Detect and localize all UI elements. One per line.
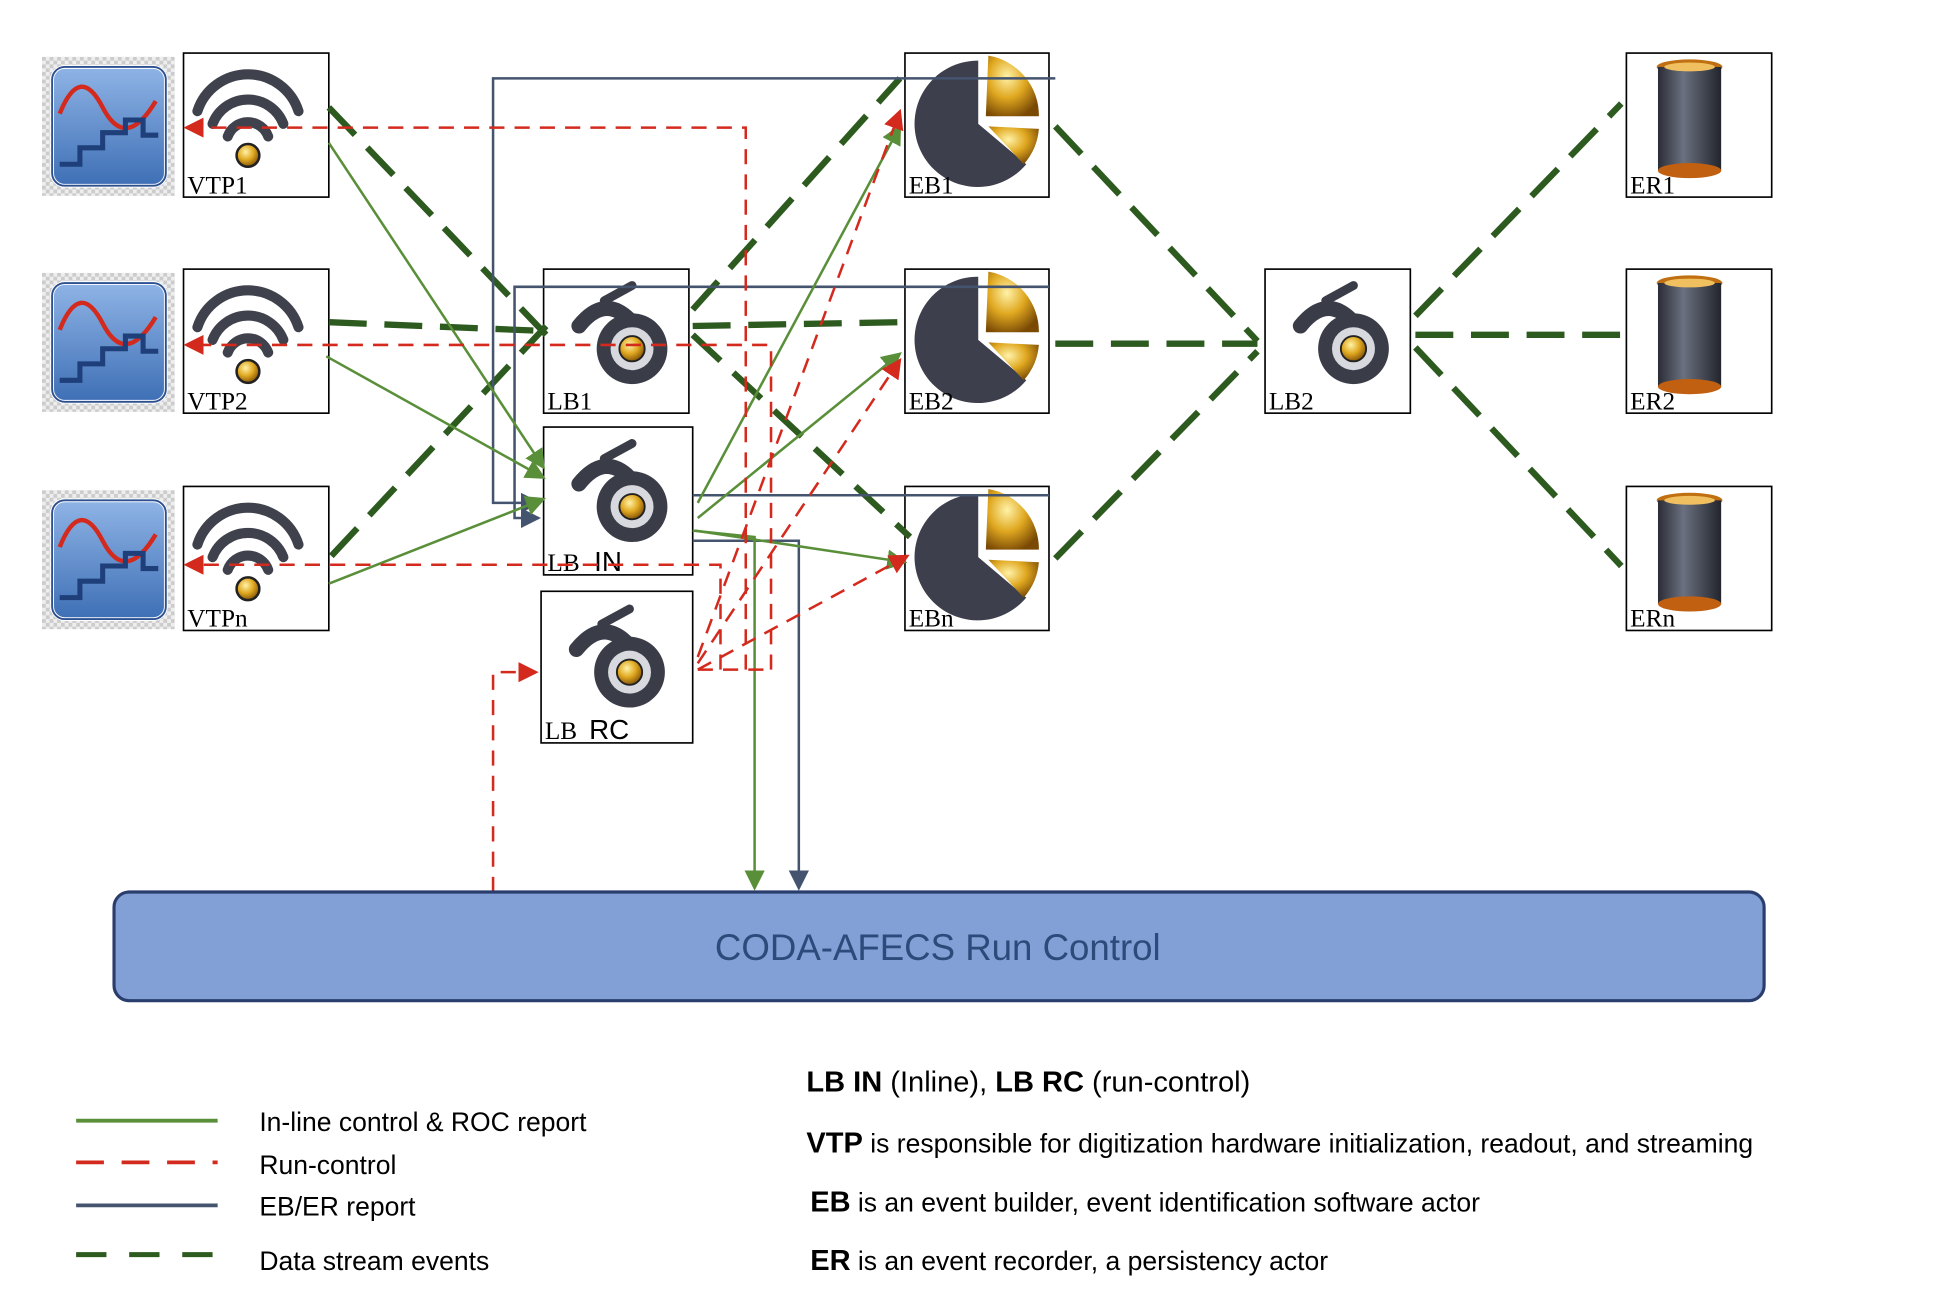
legend: In-line control & ROC report Run-control… [76,1107,587,1276]
node-ebn: EBn [904,485,1050,633]
note-line: EB is an event builder, event identifica… [810,1187,1480,1219]
node-label-prefix: LB [545,717,577,745]
node-lb-rc: LB RC [540,590,694,745]
node-label: VTP1 [187,171,247,199]
node-label: ER1 [1630,171,1675,199]
run-control-panel: CODA-AFECS Run Control [112,890,1766,1003]
storage-cylinder-icon [1656,492,1723,612]
node-er1: ER1 [1625,52,1773,199]
data-stream-connections [326,76,1624,569]
run-control-connections [183,108,910,893]
legend-label: Data stream events [259,1246,489,1276]
legend-label: Run-control [259,1150,396,1180]
legend-label: EB/ER report [259,1191,416,1221]
node-label: ERn [1630,605,1675,633]
node-label: LB2 [1269,387,1314,415]
waveform-icon [42,57,175,196]
legend-label: In-line control & ROC report [259,1107,587,1137]
storage-cylinder-icon [1656,275,1723,395]
note-line: LB IN (Inline), LB RC (run-control) [806,1067,1250,1099]
run-control-title: CODA-AFECS Run Control [715,927,1161,968]
note-line: ER is an event recorder, a persistency a… [810,1245,1328,1277]
node-lb2: LB2 [1264,268,1412,415]
node-label: VTP2 [187,387,247,415]
node-label: EB1 [909,171,954,199]
inline-control-connections [325,124,908,891]
node-eb1: EB1 [904,52,1050,199]
node-label: EB2 [909,387,954,415]
node-label-suffix: IN [594,546,622,577]
node-vtpn: VTPn [182,485,330,633]
waveform-icon [42,273,175,412]
node-eb2: EB2 [904,268,1050,415]
note-line: VTP is responsible for digitization hard… [806,1127,1753,1159]
eb-er-report-connections [491,77,1056,891]
waveform-icon [42,490,175,629]
node-lb1: LB1 [542,268,690,415]
node-ern: ERn [1625,485,1773,633]
node-label-prefix: LB [547,549,579,577]
node-lb-in: LB IN [542,426,694,577]
node-vtp1: VTP1 [182,52,330,199]
node-label: VTPn [187,605,248,633]
storage-cylinder-icon [1656,59,1723,179]
notes: LB IN (Inline), LB RC (run-control) VTP … [806,1067,1753,1277]
node-er2: ER2 [1625,268,1773,415]
node-label-suffix: RC [589,714,629,745]
node-vtp2: VTP2 [182,268,330,415]
node-label: EBn [909,605,954,633]
node-label: ER2 [1630,387,1675,415]
node-label: LB1 [547,387,592,415]
